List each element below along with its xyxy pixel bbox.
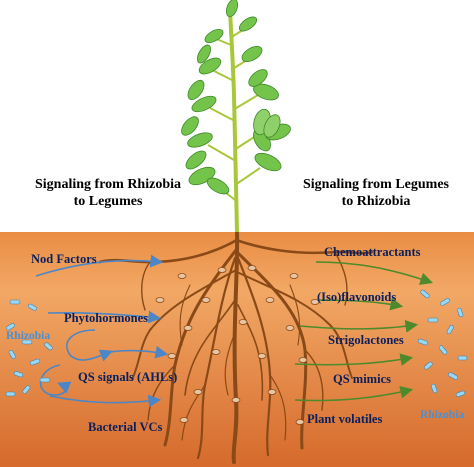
label-rhizobia-left: Rhizobia bbox=[6, 330, 51, 342]
right-heading-line-1: Signaling from Legumes bbox=[303, 177, 449, 192]
right-heading-line-2: to Rhizobia bbox=[341, 194, 411, 209]
rhizobia-cluster-right bbox=[417, 289, 468, 397]
left-heading-line-1: Signaling from Rhizobia bbox=[35, 177, 181, 192]
left-heading: Signaling from Rhizobia to Legumes bbox=[8, 176, 208, 210]
left-signal-arrows bbox=[35, 254, 169, 408]
label-plant-volatiles: Plant volatiles bbox=[307, 412, 383, 426]
left-heading-line-2: to Legumes bbox=[73, 194, 143, 209]
label-strigolactones: Strigolactones bbox=[328, 333, 404, 347]
right-signal-arrows bbox=[294, 261, 434, 402]
label-qs-mimics: QS mimics bbox=[333, 372, 391, 386]
label-phytohormones: Phytohormones bbox=[64, 311, 149, 325]
label-nod-factors: Nod Factors bbox=[31, 252, 97, 266]
label-chemoattractants: Chemoattractants bbox=[324, 245, 421, 259]
plant-shoot bbox=[181, 0, 291, 233]
label-qs-signals: QS signals (AHLs) bbox=[78, 370, 178, 384]
rhizobia-cluster-left bbox=[5, 299, 53, 397]
label-isoflavonoids: (Iso)flavonoids bbox=[317, 290, 397, 304]
root-nodules bbox=[155, 265, 320, 425]
right-heading: Signaling from Legumes to Rhizobia bbox=[278, 176, 474, 210]
label-rhizobia-right: Rhizobia bbox=[420, 409, 465, 421]
label-bacterial-vcs: Bacterial VCs bbox=[88, 420, 163, 434]
